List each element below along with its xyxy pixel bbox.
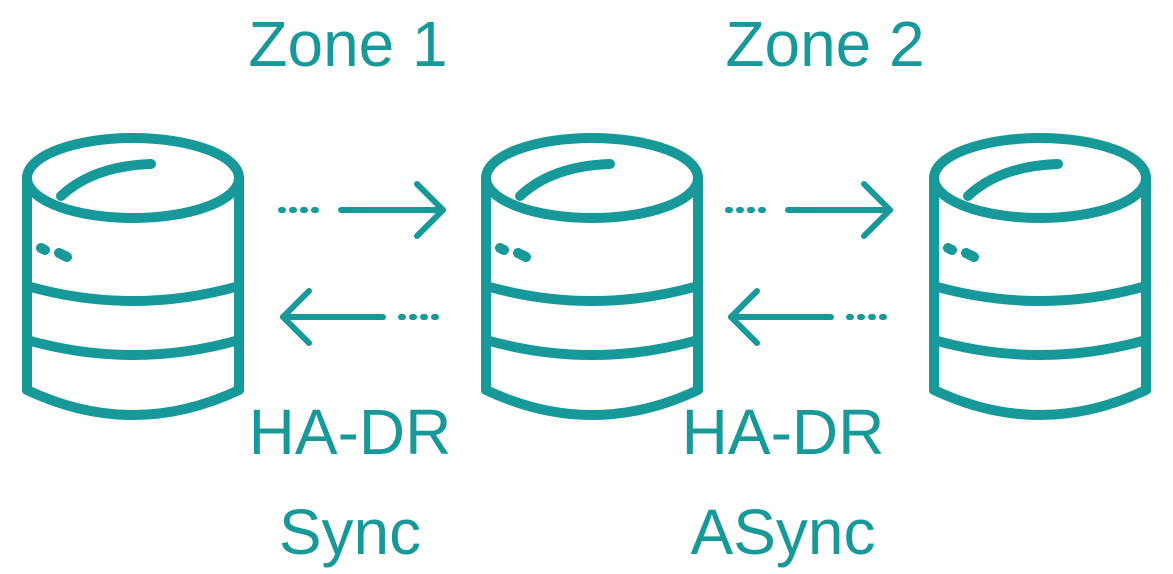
- arrow-left-icon: [731, 291, 893, 343]
- arrow-right-icon: [728, 184, 890, 236]
- link-1-sync-label: Sync: [278, 496, 422, 568]
- database-icon: [27, 138, 239, 415]
- link-2-sync-label: ASync: [690, 496, 876, 568]
- zone-2-label: Zone 2: [725, 8, 925, 80]
- arrow-right-icon: [281, 184, 443, 236]
- zone-1-label: Zone 1: [248, 8, 448, 80]
- link-2-mode-label: HA-DR: [681, 396, 885, 468]
- arrow-left-icon: [283, 291, 445, 343]
- database-icon: [486, 138, 698, 415]
- database-icon: [934, 138, 1146, 415]
- link-1-mode-label: HA-DR: [248, 396, 452, 468]
